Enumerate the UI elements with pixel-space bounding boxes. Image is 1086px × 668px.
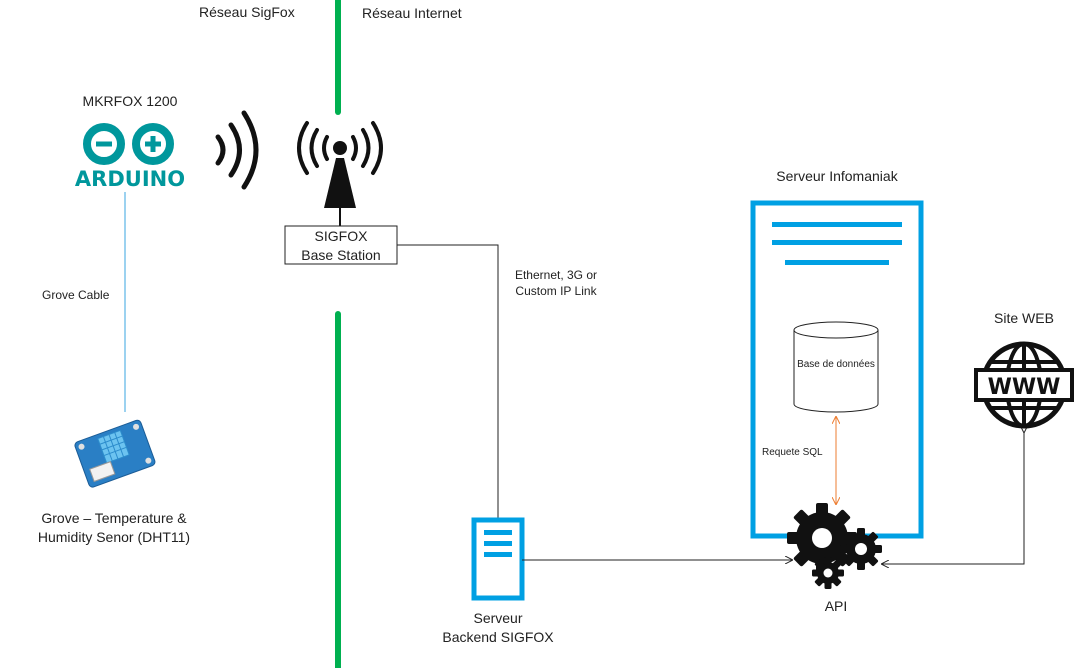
api-gears-icon [787, 503, 882, 589]
ip-link-label-line1: Ethernet, 3G or [514, 268, 598, 282]
www-text: WWW [988, 375, 1061, 400]
www-globe-icon: WWW [974, 341, 1074, 429]
grove-cable-label: Grove Cable [42, 288, 110, 302]
backend-label-line2: Backend SIGFOX [442, 629, 554, 645]
sql-request-label: Requete SQL [762, 447, 823, 458]
database-label: Base de données [797, 359, 875, 370]
ip-link-line [397, 244, 499, 518]
backend-server-icon [471, 517, 525, 601]
database-cylinder-icon [793, 321, 879, 413]
base-station-box [284, 225, 398, 265]
device-title: MKRFOX 1200 [82, 93, 178, 109]
internet-network-label: Réseau Internet [362, 5, 462, 21]
dht11-sensor-icon [74, 419, 156, 488]
infomaniak-title: Serveur Infomaniak [776, 168, 898, 184]
api-web-connector [882, 432, 1024, 564]
base-station-line1: SIGFOX [314, 228, 368, 244]
backend-label-line1: Serveur [473, 610, 523, 626]
antenna-tower-icon [297, 121, 383, 226]
sensor-label-line1: Grove – Temperature & [41, 510, 187, 526]
arduino-logo-text: ARDUINO [75, 167, 185, 191]
base-station-line2: Base Station [301, 247, 381, 263]
sigfox-network-label: Réseau SigFox [199, 4, 295, 20]
radio-waves-icon [215, 110, 259, 190]
website-title: Site WEB [994, 310, 1054, 326]
sensor-label-line2: Humidity Senor (DHT11) [37, 529, 191, 545]
ip-link-label-line2: Custom IP Link [515, 284, 597, 298]
arduino-logo-icon: ARDUINO [75, 123, 185, 191]
api-label: API [824, 598, 848, 614]
